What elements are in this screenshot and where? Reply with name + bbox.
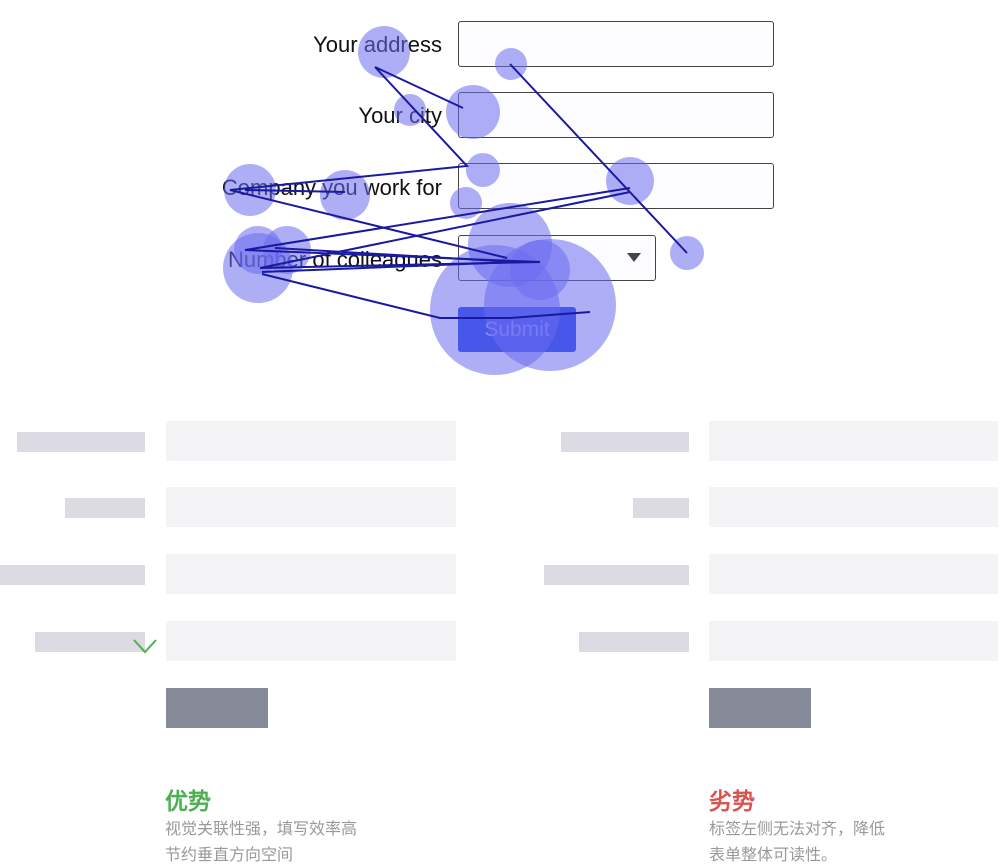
submit-button[interactable]: Submit xyxy=(458,307,576,352)
input-placeholder xyxy=(166,621,456,661)
button-placeholder xyxy=(166,688,268,728)
input-placeholder xyxy=(709,487,998,527)
label-address: Your address xyxy=(313,32,442,57)
label-colleagues: Number of colleagues xyxy=(227,247,442,272)
pros-title: 优势 xyxy=(165,789,211,815)
cons-description: 标签左侧无法对齐，降低 表单整体可读性。 xyxy=(709,816,885,868)
label-placeholder xyxy=(65,498,145,518)
label-placeholder xyxy=(561,432,689,452)
city-input[interactable] xyxy=(458,92,774,138)
colleagues-select[interactable] xyxy=(458,235,656,281)
input-placeholder xyxy=(166,421,456,461)
button-placeholder xyxy=(709,688,811,728)
cons-line: 标签左侧无法对齐，降低 xyxy=(709,819,886,838)
input-placeholder xyxy=(709,421,998,461)
cons-line: 表单整体可读性。 xyxy=(709,845,838,864)
label-placeholder xyxy=(35,632,145,652)
input-placeholder xyxy=(709,621,998,661)
arrow-down-icon xyxy=(133,450,157,654)
fixation xyxy=(670,236,704,270)
label-placeholder xyxy=(0,565,145,585)
input-placeholder xyxy=(709,554,998,594)
dropdown-caret-icon xyxy=(627,253,641,262)
pros-description: 视觉关联性强，填写效率高 节约垂直方向空间 xyxy=(165,816,357,868)
label-city: Your city xyxy=(358,103,442,128)
input-placeholder xyxy=(166,487,456,527)
cons-title: 劣势 xyxy=(709,789,755,815)
label-company: Company you work for xyxy=(221,175,442,200)
pros-line: 视觉关联性强，填写效率高 xyxy=(165,819,358,838)
label-placeholder xyxy=(544,565,689,585)
company-input[interactable] xyxy=(458,163,774,209)
label-placeholder xyxy=(579,632,689,652)
pros-line: 节约垂直方向空间 xyxy=(165,845,294,864)
label-placeholder xyxy=(17,432,145,452)
label-placeholder xyxy=(633,498,689,518)
input-placeholder xyxy=(166,554,456,594)
address-input[interactable] xyxy=(458,21,774,67)
